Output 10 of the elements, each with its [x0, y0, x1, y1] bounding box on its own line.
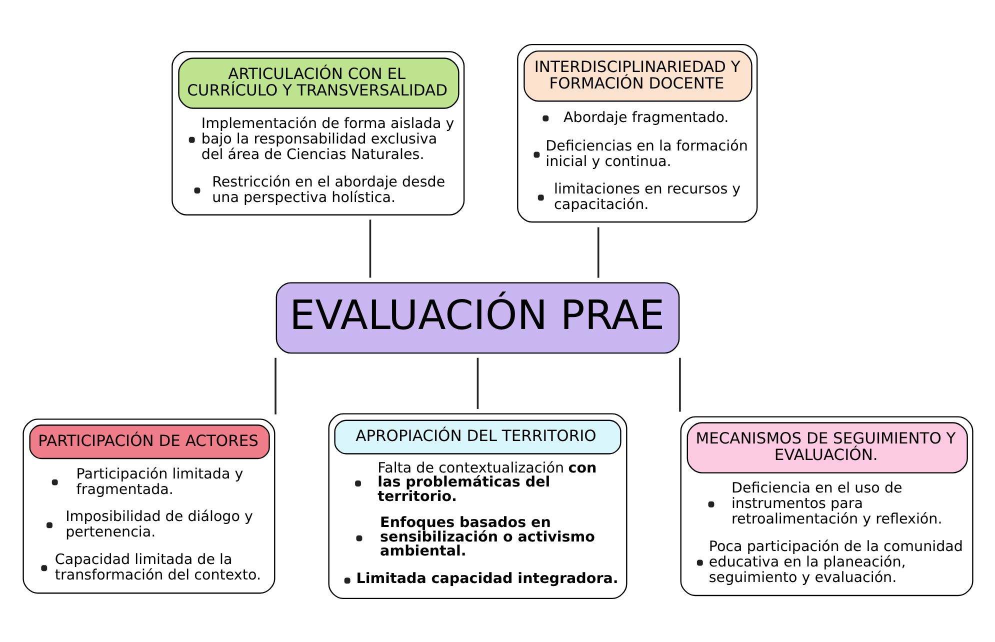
connector	[596, 226, 599, 278]
connector	[476, 357, 478, 408]
connector	[678, 357, 680, 412]
connector	[274, 357, 276, 414]
connector	[368, 219, 371, 278]
node-box: MECANISMOS DE SEGUIMIENTO Y EVALUACIÓN. Deficiencia en el uso de instrumentos para retroalimentación y reflexión. Poca participación de la comunidad educativa en la planeación, seguimiento y evaluación.	[680, 416, 973, 596]
node-box: APROPIACIÓN DEL TERRITORIO Falta de contextualización con las problemáticas del territorio. Enfoques basados en sensibilización o activismo ambiental. Limitada capacidad integradora.	[328, 412, 627, 599]
node-box: INTERDISCIPLINARIEDAD Y FORMACIÓN DOCENTE Abordaje fragmentado. Deficiencias en la formación inicial y continua. limitaciones en recursos y capacitación.	[516, 43, 758, 222]
node-box: PARTICIPACIÓN DE ACTORES Participación limitada y fragmentada. Imposibilidad de diálogo y pertenencia. Capacidad limitada de la transformación del contexto.	[22, 418, 275, 594]
node-box: ARTICULACIÓN CON EL CURRÍCULO Y TRANSVERSALIDAD Implementación de forma aislada y bajo la responsabilidad exclusiva del área de Ciencias Naturales. Restricción en el abordaje desde una perspectiva holística.	[171, 50, 464, 215]
